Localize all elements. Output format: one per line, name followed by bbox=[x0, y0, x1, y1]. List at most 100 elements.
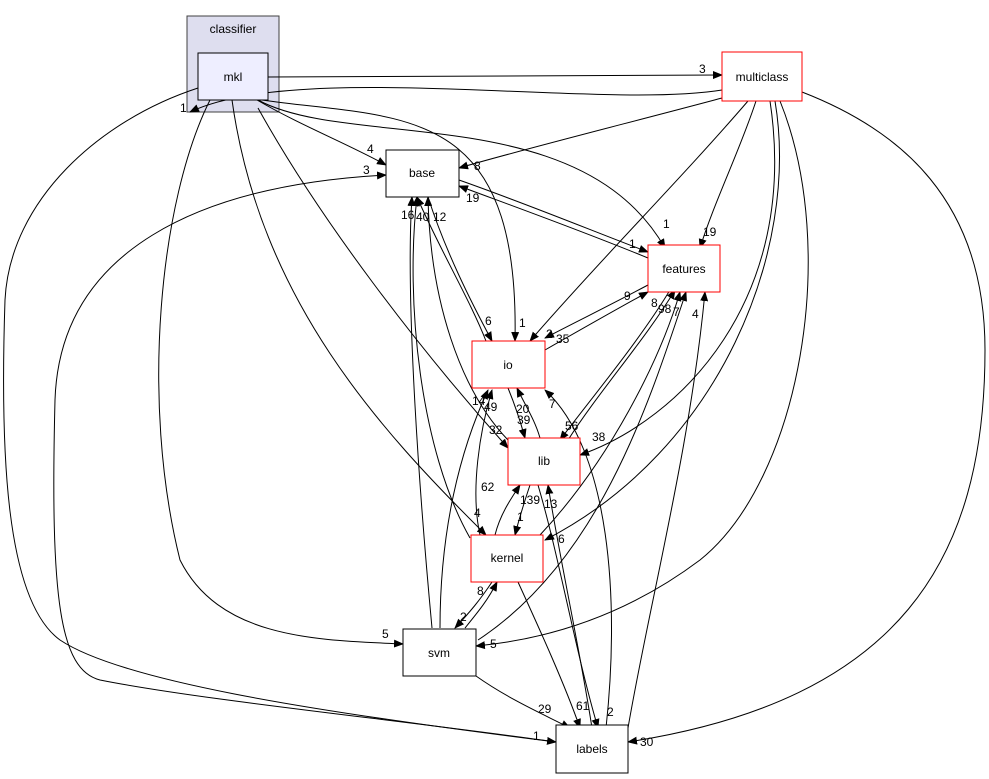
edge-label: 32 bbox=[489, 423, 503, 437]
edge-label: 20 bbox=[516, 402, 530, 416]
edge-kernel-lib bbox=[494, 484, 521, 536]
edge-features-lib bbox=[559, 289, 671, 441]
edge-labels-io bbox=[544, 389, 613, 729]
edges bbox=[3, 71, 986, 745]
edge-labels-lib bbox=[545, 484, 593, 729]
edge-label: 1 bbox=[519, 316, 526, 330]
edge-base-io bbox=[427, 196, 493, 342]
edge-kernel-features bbox=[539, 291, 682, 536]
edge-multiclass-base bbox=[458, 97, 723, 170]
edge-label: 62 bbox=[481, 480, 495, 494]
node-labels[interactable]: labels bbox=[555, 724, 629, 774]
edge-label: 2 bbox=[546, 327, 553, 341]
node-label: lib bbox=[538, 454, 550, 468]
edge-label: 14 bbox=[472, 394, 486, 408]
edge-features-base bbox=[458, 185, 649, 259]
edge-label: 1 bbox=[629, 237, 636, 251]
edge-io-base-a bbox=[416, 196, 487, 342]
edge-kernel-labels bbox=[517, 581, 581, 729]
edge-io-features bbox=[544, 291, 649, 351]
edge-svm-features bbox=[477, 291, 687, 641]
edge-label: 35 bbox=[556, 332, 570, 346]
nodes: mkl multiclass base features io lib kern… bbox=[197, 51, 803, 774]
node-features[interactable]: features bbox=[647, 244, 721, 293]
node-svm[interactable]: svm bbox=[402, 628, 477, 677]
node-kernel[interactable]: kernel bbox=[470, 534, 544, 583]
edge-labels-features bbox=[627, 291, 709, 729]
edge-label: 40 bbox=[416, 210, 430, 224]
edge-multiclass-svm bbox=[475, 100, 809, 650]
edge-multiclass-io bbox=[529, 100, 749, 342]
edge-svm-kernel bbox=[464, 581, 498, 629]
edge-lib-features bbox=[567, 289, 676, 441]
edge-label: 13 bbox=[544, 497, 558, 511]
edge-lib-io bbox=[516, 387, 541, 439]
edge-mkl-features bbox=[257, 99, 666, 249]
edge-label: 1 bbox=[180, 101, 187, 115]
edge-label: 12 bbox=[433, 210, 447, 224]
edge-multiclass-labels bbox=[627, 91, 986, 745]
edge-label: 7 bbox=[549, 397, 556, 411]
edge-svm-base bbox=[407, 196, 433, 629]
edge-labels-base bbox=[53, 171, 557, 743]
edge-label: 16 bbox=[401, 208, 415, 222]
edge-label: 56 bbox=[565, 419, 579, 433]
edge-label: 2 bbox=[460, 610, 467, 624]
edge-svm-labels bbox=[475, 675, 571, 729]
edge-label: 4 bbox=[367, 142, 374, 156]
edge-label: 6 bbox=[558, 532, 565, 546]
edge-label: 5 bbox=[382, 627, 389, 641]
edge-label: 4 bbox=[692, 307, 699, 321]
node-label: mkl bbox=[224, 70, 243, 84]
node-mkl[interactable]: mkl bbox=[197, 52, 269, 101]
edge-lib-base bbox=[424, 196, 509, 441]
node-label: svm bbox=[428, 646, 450, 660]
edge-label: 8 bbox=[651, 296, 658, 310]
edge-label: 139 bbox=[520, 493, 540, 507]
edge-mkl-svm bbox=[158, 99, 404, 648]
edge-svm-io bbox=[439, 389, 489, 629]
edge-kernel-io bbox=[475, 389, 494, 536]
edge-label: 3 bbox=[699, 62, 706, 76]
cluster-label: classifier bbox=[210, 22, 257, 36]
node-multiclass[interactable]: multiclass bbox=[721, 51, 803, 102]
edge-label: 19 bbox=[703, 225, 717, 239]
edge-label: 6 bbox=[485, 314, 492, 328]
edge-label: 2 bbox=[607, 705, 614, 719]
edge-mkl-multiclass bbox=[267, 71, 723, 80]
edge-label: 61 bbox=[576, 699, 590, 713]
edge-multiclass-kernel bbox=[544, 100, 780, 541]
edge-label: 7 bbox=[673, 305, 680, 319]
node-label: labels bbox=[576, 742, 607, 756]
node-label: features bbox=[662, 262, 705, 276]
edge-multiclass-features bbox=[698, 100, 757, 249]
edge-label: 1 bbox=[533, 729, 540, 743]
node-label: multiclass bbox=[736, 70, 789, 84]
node-io[interactable]: io bbox=[471, 340, 546, 389]
edge-label: 5 bbox=[490, 637, 497, 651]
edge-labels: 3 1 4 3 8 19 16 40 12 1 1 19 9 8 98 7 4 … bbox=[180, 62, 717, 749]
node-label: base bbox=[409, 166, 435, 180]
edge-lib-kernel bbox=[513, 484, 531, 536]
edge-label: 98 bbox=[658, 302, 672, 316]
edge-label: 38 bbox=[592, 430, 606, 444]
edge-label: 4 bbox=[474, 506, 481, 520]
node-base[interactable]: base bbox=[385, 149, 460, 198]
edge-label: 8 bbox=[474, 159, 481, 173]
edge-mkl-lib bbox=[257, 107, 509, 449]
edge-label: 29 bbox=[538, 702, 552, 716]
edge-label: 19 bbox=[466, 191, 480, 205]
node-lib[interactable]: lib bbox=[507, 437, 581, 486]
edge-lib-labels bbox=[537, 484, 600, 729]
edge-mkl-labels bbox=[3, 87, 557, 745]
edge-features-io bbox=[544, 284, 649, 339]
edge-label: 30 bbox=[640, 735, 654, 749]
edge-kernel-svm bbox=[454, 581, 493, 629]
edge-label: 1 bbox=[517, 510, 524, 524]
edge-label: 3 bbox=[363, 163, 370, 177]
edge-label: 1 bbox=[663, 217, 670, 231]
edge-multiclass-lib bbox=[579, 100, 776, 456]
edge-label: 9 bbox=[624, 289, 631, 303]
edge-base-features bbox=[458, 179, 649, 253]
